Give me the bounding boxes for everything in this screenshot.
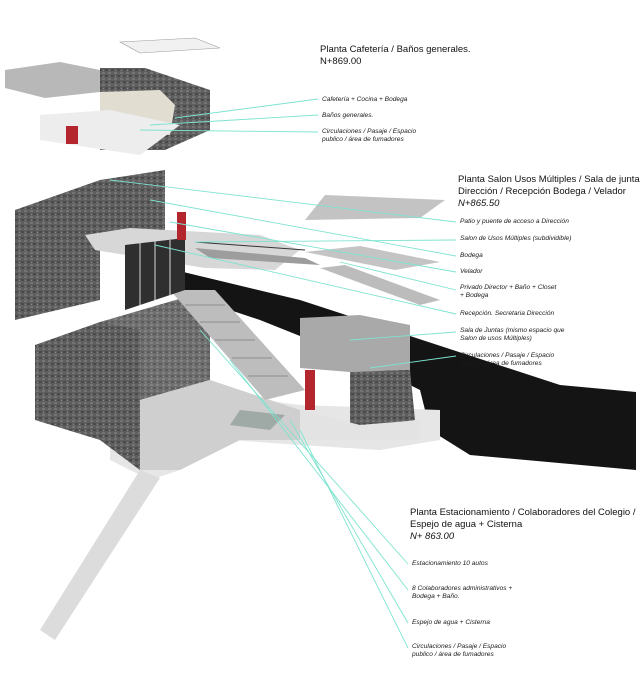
annotation-line: Velador bbox=[460, 268, 483, 275]
parking-interior bbox=[140, 380, 300, 470]
level-2-elevation: N+865.50 bbox=[458, 198, 500, 209]
annotation-line: Circulaciones / Pasaje / Espacio bbox=[322, 128, 417, 135]
level-2-title-line: Dirección / Recepción Bodega / Velador bbox=[458, 186, 626, 197]
leader-line bbox=[369, 355, 457, 369]
leader-line bbox=[169, 221, 457, 273]
level-1-elevation: N+869.00 bbox=[320, 56, 362, 67]
annotation-director-office: Privado Director + Baño + Closet + Bodeg… bbox=[460, 284, 556, 301]
patio-slab bbox=[305, 195, 445, 220]
annotation-line: publico / área de fumadores bbox=[460, 360, 542, 368]
level-3-title-line: Espejo de agua + Cisterna bbox=[410, 519, 523, 530]
leader-line bbox=[149, 199, 457, 257]
annotation-line: + Bodega bbox=[460, 292, 489, 300]
director-office-slab bbox=[305, 246, 440, 270]
annotation-line: Estacionamiento 10 autos bbox=[412, 560, 488, 567]
director-ramp bbox=[320, 265, 440, 305]
annotation-line: Sala de Juntas (mismo espacio que bbox=[460, 327, 565, 334]
annotation-line: Recepción. Secretaria Dirección bbox=[460, 310, 555, 317]
level-2-heading: Planta Salon Usos Múltiples / Sala de ju… bbox=[458, 174, 640, 210]
annotation-circulation-1: Circulaciones / Pasaje / Espacio publico… bbox=[322, 128, 416, 145]
annotation-parking: Estacionamiento 10 autos bbox=[412, 560, 488, 568]
annotation-line: Salon de Usos Múltiples (subdividible) bbox=[460, 235, 572, 242]
level-1-title: Planta Cafetería / Baños generales. bbox=[320, 44, 471, 55]
leader-line bbox=[174, 98, 319, 119]
access-bridge bbox=[195, 248, 320, 265]
leader-line bbox=[154, 244, 457, 315]
leader-line bbox=[299, 429, 409, 649]
annotation-line: publico / área de fumadores bbox=[322, 136, 404, 144]
meeting-room-wall bbox=[350, 370, 415, 430]
staircase bbox=[170, 290, 305, 400]
annotation-circulation-3: Circulaciones / Pasaje / Espacio publico… bbox=[412, 643, 506, 660]
level-3-elevation: N+ 863.00 bbox=[410, 531, 455, 542]
leader-line bbox=[199, 329, 409, 565]
annotation-line: Circulaciones / Pasaje / Espacio bbox=[412, 643, 507, 650]
annotation-patio-bridge: Patio y puente de acceso a Dirección bbox=[460, 218, 569, 226]
annotation-line: Circulaciones / Pasaje / Espacio bbox=[460, 352, 555, 359]
annotation-multipurpose: Salon de Usos Múltiples (subdividible) bbox=[460, 235, 571, 243]
mid-stone-wall-left bbox=[15, 180, 100, 320]
leader-line bbox=[349, 331, 457, 341]
annotation-watchman: Velador bbox=[460, 268, 482, 276]
annotation-reception: Recepción. Secretaria Dirección bbox=[460, 310, 554, 318]
level-3-heading: Planta Estacionamiento / Colaboradores d… bbox=[410, 507, 636, 543]
annotation-line: Cafetería + Cocina + Bodega bbox=[322, 96, 408, 103]
annotation-line: Privado Director + Baño + Closet bbox=[460, 284, 557, 291]
annotation-line: Patio y puente de acceso a Dirección bbox=[460, 218, 569, 225]
bridge-rail bbox=[194, 241, 306, 251]
meeting-room-roof bbox=[300, 315, 410, 372]
leader-line bbox=[139, 129, 319, 133]
meeting-room-base bbox=[300, 410, 420, 440]
annotation-line: 8 Colaboradores administrativos + bbox=[412, 585, 513, 592]
level-3-title-line: Planta Estacionamiento / Colaboradores d… bbox=[410, 507, 636, 518]
annotation-line: Espejo de agua + Cisterna bbox=[412, 619, 490, 626]
annotation-storage: Bodega bbox=[460, 252, 483, 260]
leader-line bbox=[194, 239, 457, 243]
cafeteria-red-door bbox=[66, 126, 78, 144]
annotation-line: Salon de usos Múltiples) bbox=[460, 335, 532, 343]
leader-line bbox=[289, 419, 409, 624]
annotation-line: Baños generales. bbox=[322, 112, 374, 119]
ground-stone-wall-front bbox=[100, 290, 210, 470]
annotation-line: publico / área de fumadores bbox=[412, 651, 494, 659]
level-2-title-line: Planta Salon Usos Múltiples / Sala de ju… bbox=[458, 174, 640, 185]
parking-path bbox=[40, 470, 160, 640]
level-1-heading: Planta Cafetería / Baños generales. N+86… bbox=[320, 44, 471, 68]
annotation-line: Bodega bbox=[460, 252, 483, 259]
annotation-meeting-room: Sala de Juntas (mismo espacio que Salon … bbox=[460, 327, 564, 344]
annotation-restrooms: Baños generales. bbox=[322, 112, 373, 120]
leader-line bbox=[149, 114, 319, 126]
cafeteria-slab bbox=[5, 62, 100, 98]
annotation-circulation-2: Circulaciones / Pasaje / Espacio publico… bbox=[460, 352, 554, 369]
annotation-line: Bodega + Baño. bbox=[412, 593, 460, 601]
annotation-water-cistern: Espejo de agua + Cisterna bbox=[412, 619, 490, 627]
annotation-staff: 8 Colaboradores administrativos + Bodega… bbox=[412, 585, 512, 602]
red-door bbox=[305, 370, 315, 410]
red-panel bbox=[177, 212, 186, 240]
water-mirror bbox=[230, 410, 285, 430]
leader-line bbox=[229, 359, 409, 591]
leader-line bbox=[109, 179, 457, 223]
annotation-cafeteria: Cafetería + Cocina + Bodega bbox=[322, 96, 407, 104]
leader-line bbox=[339, 261, 457, 291]
roof-slab bbox=[118, 37, 221, 54]
